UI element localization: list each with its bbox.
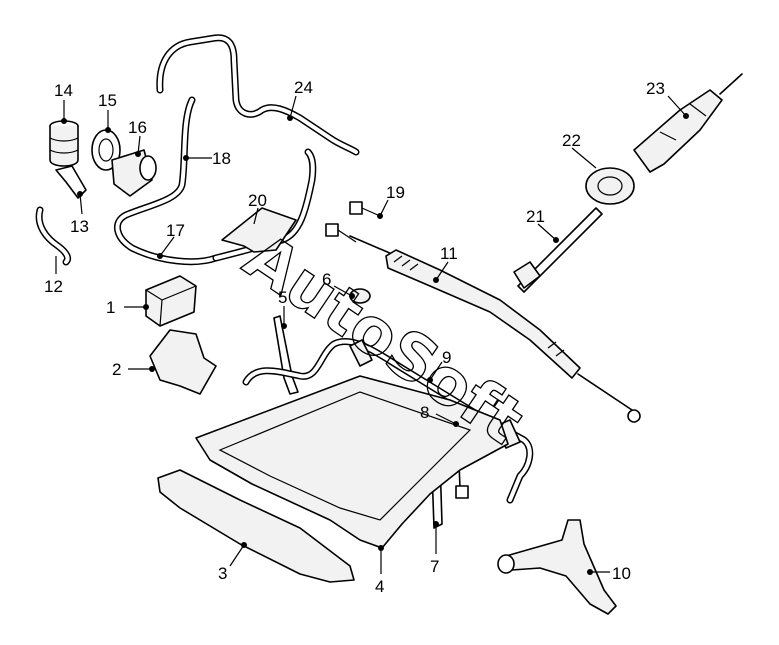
svg-text:11: 11 (440, 244, 458, 263)
hose-12[interactable] (35, 206, 72, 266)
svg-text:14: 14 (54, 81, 73, 100)
callout-10[interactable]: 10 (587, 564, 631, 583)
svg-text:16: 16 (128, 118, 147, 137)
svg-text:2: 2 (112, 360, 121, 379)
pressure-hose-18[interactable] (114, 96, 220, 266)
callout-19[interactable]: 19 (377, 183, 405, 219)
callout-24[interactable]: 24 (287, 78, 313, 121)
svg-text:12: 12 (44, 277, 63, 296)
callouts: 1 2 3 4 5 6 7 8 9 10 11 12 13 14 15 16 1… (44, 78, 689, 596)
callout-14[interactable]: 14 (54, 81, 73, 124)
svg-text:24: 24 (294, 78, 313, 97)
callout-17[interactable]: 17 (157, 221, 185, 259)
callout-2[interactable]: 2 (112, 360, 155, 379)
svg-text:8: 8 (420, 403, 429, 422)
svg-text:4: 4 (375, 577, 384, 596)
svg-text:9: 9 (442, 348, 451, 367)
callout-11[interactable]: 11 (433, 244, 458, 283)
callout-15[interactable]: 15 (98, 91, 117, 133)
callout-6[interactable]: 6 (322, 270, 355, 299)
boot-22[interactable] (585, 167, 635, 205)
svg-text:18: 18 (212, 149, 231, 168)
svg-text:21: 21 (526, 207, 545, 226)
callout-4[interactable]: 4 (375, 545, 384, 596)
fitting-19[interactable] (325, 201, 381, 243)
callout-20[interactable]: 20 (248, 191, 267, 225)
bracket-20[interactable] (221, 207, 297, 253)
reservoir-14[interactable] (49, 120, 79, 167)
steering-column-23[interactable] (633, 73, 743, 173)
callout-8[interactable]: 8 (420, 403, 459, 427)
intermediate-shaft-21[interactable] (513, 207, 603, 293)
svg-text:23: 23 (646, 79, 665, 98)
callout-18[interactable]: 18 (183, 149, 231, 168)
callout-13[interactable]: 13 (70, 191, 89, 236)
svg-text:15: 15 (98, 91, 117, 110)
svg-text:3: 3 (218, 564, 227, 583)
svg-text:7: 7 (430, 557, 439, 576)
callout-1[interactable]: 1 (106, 298, 149, 317)
callout-22[interactable]: 22 (562, 131, 597, 169)
svg-text:1: 1 (106, 298, 115, 317)
callout-5[interactable]: 5 (278, 288, 287, 329)
svg-text:20: 20 (248, 191, 267, 210)
return-pipe-24[interactable] (156, 34, 360, 156)
svg-text:22: 22 (562, 131, 581, 150)
subframe-4[interactable] (195, 375, 509, 549)
control-unit-1[interactable] (145, 275, 197, 327)
callout-12[interactable]: 12 (44, 256, 63, 296)
callout-7[interactable]: 7 (430, 521, 439, 576)
callout-23[interactable]: 23 (646, 79, 689, 119)
control-arm-10[interactable] (497, 519, 617, 615)
svg-text:19: 19 (386, 183, 405, 202)
stabilizer-bar-9[interactable] (242, 337, 534, 504)
svg-text:6: 6 (322, 270, 331, 289)
callout-16[interactable]: 16 (128, 118, 147, 157)
callout-9[interactable]: 9 (427, 348, 451, 383)
svg-text:5: 5 (278, 288, 287, 307)
callout-21[interactable]: 21 (526, 207, 559, 243)
mount-bracket-2[interactable] (149, 329, 217, 395)
shield-3[interactable] (157, 469, 355, 583)
svg-text:17: 17 (166, 221, 185, 240)
svg-text:13: 13 (70, 217, 89, 236)
callout-3[interactable]: 3 (218, 542, 247, 583)
svg-text:10: 10 (612, 564, 631, 583)
